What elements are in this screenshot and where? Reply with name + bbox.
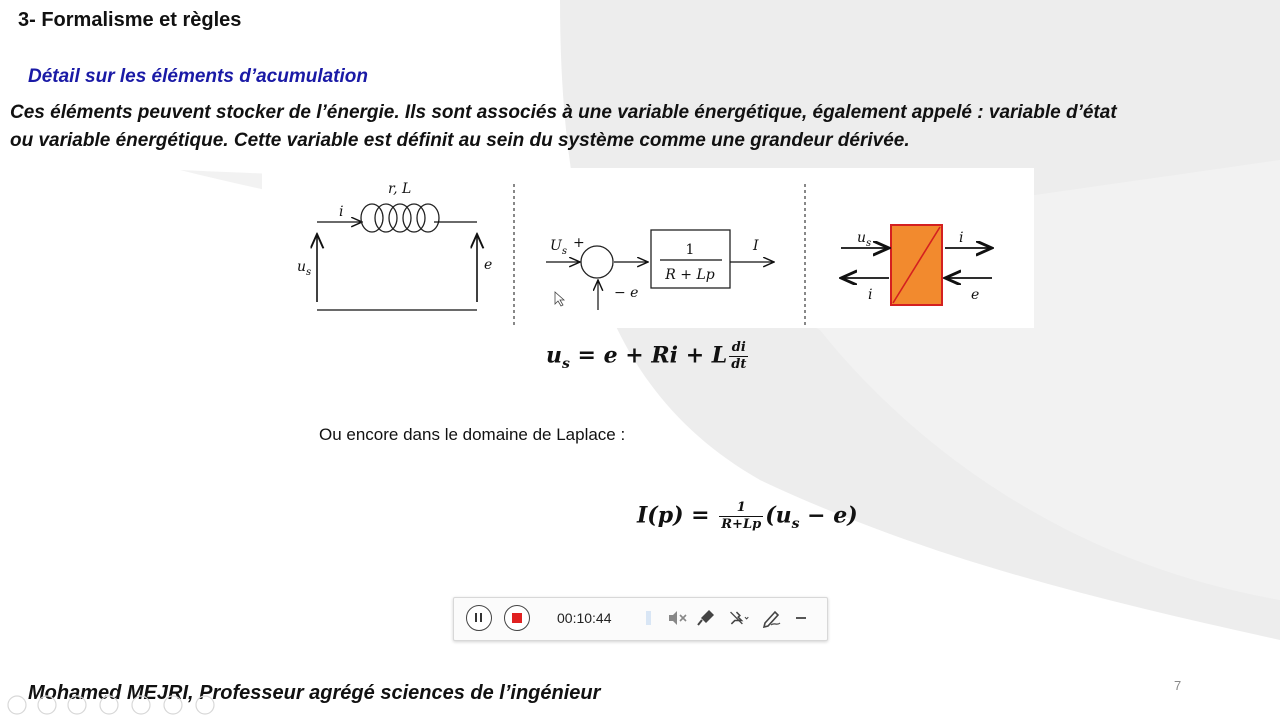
section-title: 3- Formalisme et règles bbox=[18, 9, 242, 31]
level-indicator bbox=[646, 611, 651, 625]
slide-subtitle: Détail sur les éléments d’acumulation bbox=[28, 66, 368, 87]
block-diagram: Us + − e 1 R + Lp I bbox=[546, 229, 774, 310]
summing-junction bbox=[580, 245, 614, 279]
pen-tool-icon[interactable] bbox=[67, 695, 87, 715]
speaker-muted-icon[interactable] bbox=[666, 608, 688, 628]
page-number: 7 bbox=[1174, 678, 1182, 693]
eq1-rhs: = e + Ri + L bbox=[569, 342, 728, 369]
all-slides-icon[interactable] bbox=[99, 695, 119, 715]
block-output-label: I bbox=[752, 238, 759, 254]
pause-button[interactable] bbox=[466, 605, 492, 631]
circuit-component-label: r, L bbox=[388, 181, 411, 197]
slideshow-nav-controls bbox=[7, 695, 215, 715]
tf-denominator: R + Lp bbox=[664, 267, 714, 283]
block-minus-label: − e bbox=[614, 285, 638, 301]
eq2-frac-num: 1 bbox=[719, 500, 764, 517]
bond-right-top-label: i bbox=[959, 230, 963, 246]
mouse-cursor-icon bbox=[554, 291, 566, 307]
bond-left-top-label: us bbox=[857, 230, 871, 249]
eq2-frac-den: R+Lp bbox=[721, 517, 762, 532]
recording-toolbar: 00:10:44 bbox=[453, 597, 828, 641]
minimize-icon[interactable] bbox=[790, 608, 812, 628]
slide-footer: Mohamed MEJRI, Professeur agrégé science… bbox=[28, 682, 601, 704]
block-plus-sign: + bbox=[573, 235, 585, 251]
circuit-left-voltage: us bbox=[297, 259, 311, 278]
eq2-rhs-sub: s bbox=[791, 515, 800, 532]
paragraph-line-1: Ces éléments peuvent stocker de l’énergi… bbox=[10, 102, 1117, 123]
eq1-lhs-sub: s bbox=[562, 355, 570, 372]
circuit-current-label: i bbox=[339, 204, 343, 220]
eq2-rhs-open: (u bbox=[765, 502, 792, 529]
tf-numerator: 1 bbox=[686, 242, 695, 258]
block-input-label: Us bbox=[550, 238, 567, 257]
paragraph-line-2: ou variable énergétique. Cette variable … bbox=[10, 130, 910, 151]
inductor-icon bbox=[360, 203, 440, 233]
eq2-rhs-close: − e) bbox=[799, 502, 858, 529]
more-options-icon[interactable] bbox=[195, 695, 215, 715]
description-paragraph: Ces éléments peuvent stocker de l’énergi… bbox=[10, 99, 1270, 155]
recording-timer: 00:10:44 bbox=[557, 610, 612, 626]
diagram-panel: r, L i us e Us + − e 1 R + Lp I bbox=[262, 168, 1034, 328]
previous-slide-icon[interactable] bbox=[7, 695, 27, 715]
eq1-frac-den: dt bbox=[731, 357, 747, 372]
eq1-frac-num: di bbox=[729, 340, 749, 357]
pen-icon[interactable] bbox=[760, 608, 782, 628]
stop-button[interactable] bbox=[504, 605, 530, 631]
stop-icon bbox=[512, 613, 522, 623]
eq1-lhs: u bbox=[546, 342, 562, 369]
circuit-right-voltage: e bbox=[484, 257, 492, 273]
next-slide-icon[interactable] bbox=[37, 695, 57, 715]
camera-off-icon[interactable] bbox=[728, 608, 750, 628]
circuit-diagram: r, L i us e bbox=[297, 181, 492, 311]
diagram-svg: r, L i us e Us + − e 1 R + Lp I bbox=[297, 181, 1034, 328]
bond-element: us i i e bbox=[841, 224, 992, 306]
zoom-icon[interactable] bbox=[131, 695, 151, 715]
bond-right-bottom-label: e bbox=[971, 287, 979, 303]
eq2-lhs: I(p) = bbox=[637, 502, 718, 529]
subtitles-icon[interactable] bbox=[163, 695, 183, 715]
microphone-icon[interactable] bbox=[696, 608, 718, 628]
bond-left-bottom-label: i bbox=[868, 287, 872, 303]
transfer-function-block bbox=[650, 229, 731, 289]
laplace-text: Ou encore dans le domaine de Laplace : bbox=[319, 425, 626, 444]
